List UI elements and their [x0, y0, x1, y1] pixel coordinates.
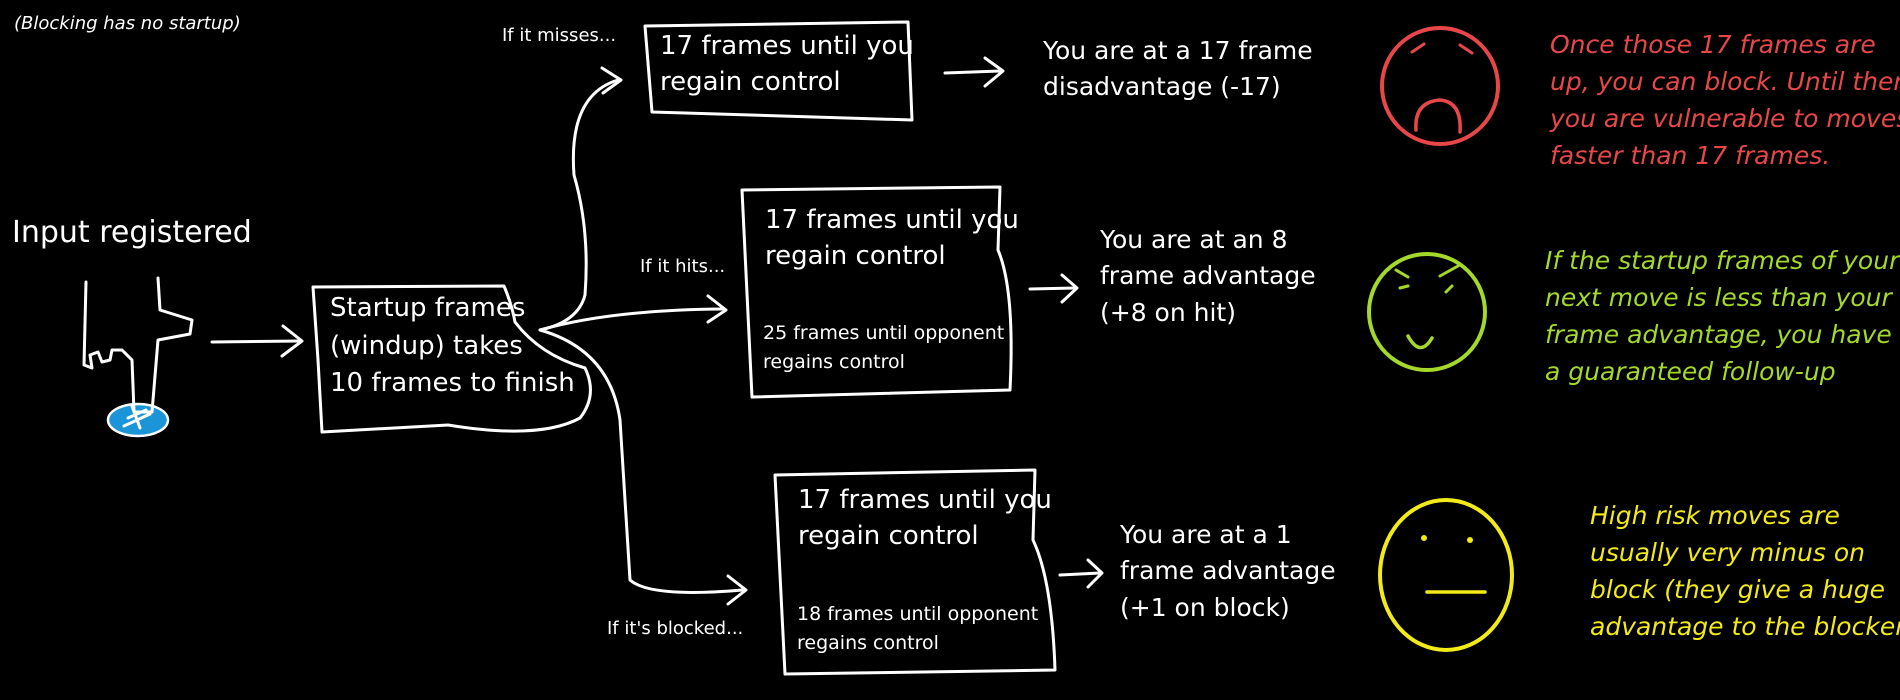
hit-branch-label: If it hits... — [640, 256, 726, 277]
hit-note-line: If the startup frames of your — [1545, 246, 1900, 275]
hit-result-line: frame advantage — [1100, 261, 1316, 291]
block-result-box — [773, 468, 1057, 676]
startup-line: (windup) takes — [330, 330, 523, 361]
block-opponent-text: 18 frames until opponent regains control — [797, 600, 1038, 657]
block-opponent-line: regains control — [797, 631, 939, 654]
hit-result-line: (+8 on hit) — [1100, 297, 1236, 327]
hit-note-line: frame advantage, you have — [1545, 320, 1892, 349]
block-branch-label: If it's blocked... — [607, 618, 744, 639]
block-note-line: High risk moves are — [1590, 501, 1840, 530]
block-note-line: advantage to the blocker) — [1590, 612, 1900, 641]
miss-box-text: 17 frames until you regain control — [660, 29, 914, 101]
branch-lines — [538, 66, 748, 606]
block-box-text: 17 frames until you regain control — [798, 483, 1052, 555]
hit-note-line: next move is less than your — [1545, 283, 1892, 312]
block-result-line: (+1 on block) — [1120, 592, 1290, 622]
block-box-line: regain control — [798, 520, 979, 551]
miss-result-line: You are at a 17 frame — [1043, 36, 1313, 65]
hand-pressing-button-icon — [82, 276, 194, 438]
hit-opponent-line: regains control — [763, 350, 905, 373]
hit-note: If the startup frames of your next move … — [1545, 242, 1899, 390]
block-result-text: You are at a 1 frame advantage (+1 on bl… — [1120, 517, 1336, 626]
miss-result-line: disadvantage (-17) — [1043, 72, 1281, 102]
block-note: High risk moves are usually very minus o… — [1590, 497, 1900, 645]
sad-face-icon — [1380, 26, 1500, 146]
hit-note-line: a guaranteed follow-up — [1545, 357, 1836, 386]
input-registered-label: Input registered — [12, 215, 252, 250]
miss-box-line: regain control — [660, 66, 841, 97]
startup-box-text: Startup frames (windup) takes 10 frames … — [330, 290, 575, 403]
miss-branch-label: If it misses... — [502, 25, 617, 46]
miss-result-box — [643, 20, 914, 122]
blocking-note: (Blocking has no startup) — [14, 13, 241, 34]
smirk-face-icon — [1367, 252, 1487, 372]
miss-note-line: Once those 17 frames are — [1550, 30, 1876, 59]
startup-box — [311, 284, 592, 434]
block-note-line: usually very minus on — [1590, 538, 1865, 567]
hit-box-text: 17 frames until you regain control — [765, 203, 1019, 275]
hit-box-line: regain control — [765, 240, 946, 271]
hit-result-box — [740, 185, 1013, 399]
hit-result-text: You are at an 8 frame advantage (+8 on h… — [1100, 222, 1316, 331]
startup-line: Startup frames — [330, 293, 526, 323]
miss-note-line: up, you can block. Until then, — [1550, 67, 1900, 96]
block-note-line: block (they give a huge — [1590, 575, 1885, 604]
result-arrows — [943, 56, 1104, 589]
miss-box-line: 17 frames until you — [660, 31, 914, 61]
miss-note-line: faster than 17 frames. — [1550, 141, 1831, 170]
block-result-line: You are at a 1 — [1120, 520, 1292, 549]
startup-line: 10 frames to finish — [330, 368, 575, 399]
hit-opponent-text: 25 frames until opponent regains control — [763, 319, 1004, 376]
miss-note-line: you are vulnerable to moves — [1550, 104, 1900, 133]
block-opponent-line: 18 frames until opponent — [797, 603, 1039, 625]
neutral-face-icon — [1378, 498, 1514, 652]
block-box-line: 17 frames until you — [798, 485, 1052, 515]
hit-result-line: You are at an 8 — [1100, 225, 1288, 254]
miss-result-text: You are at a 17 frame disadvantage (-17) — [1043, 33, 1313, 106]
arrow-input-to-startup — [210, 324, 304, 358]
block-result-line: frame advantage — [1120, 556, 1336, 586]
hit-box-line: 17 frames until you — [765, 205, 1019, 235]
miss-note: Once those 17 frames are up, you can blo… — [1550, 26, 1900, 174]
hit-opponent-line: 25 frames until opponent — [763, 322, 1005, 344]
